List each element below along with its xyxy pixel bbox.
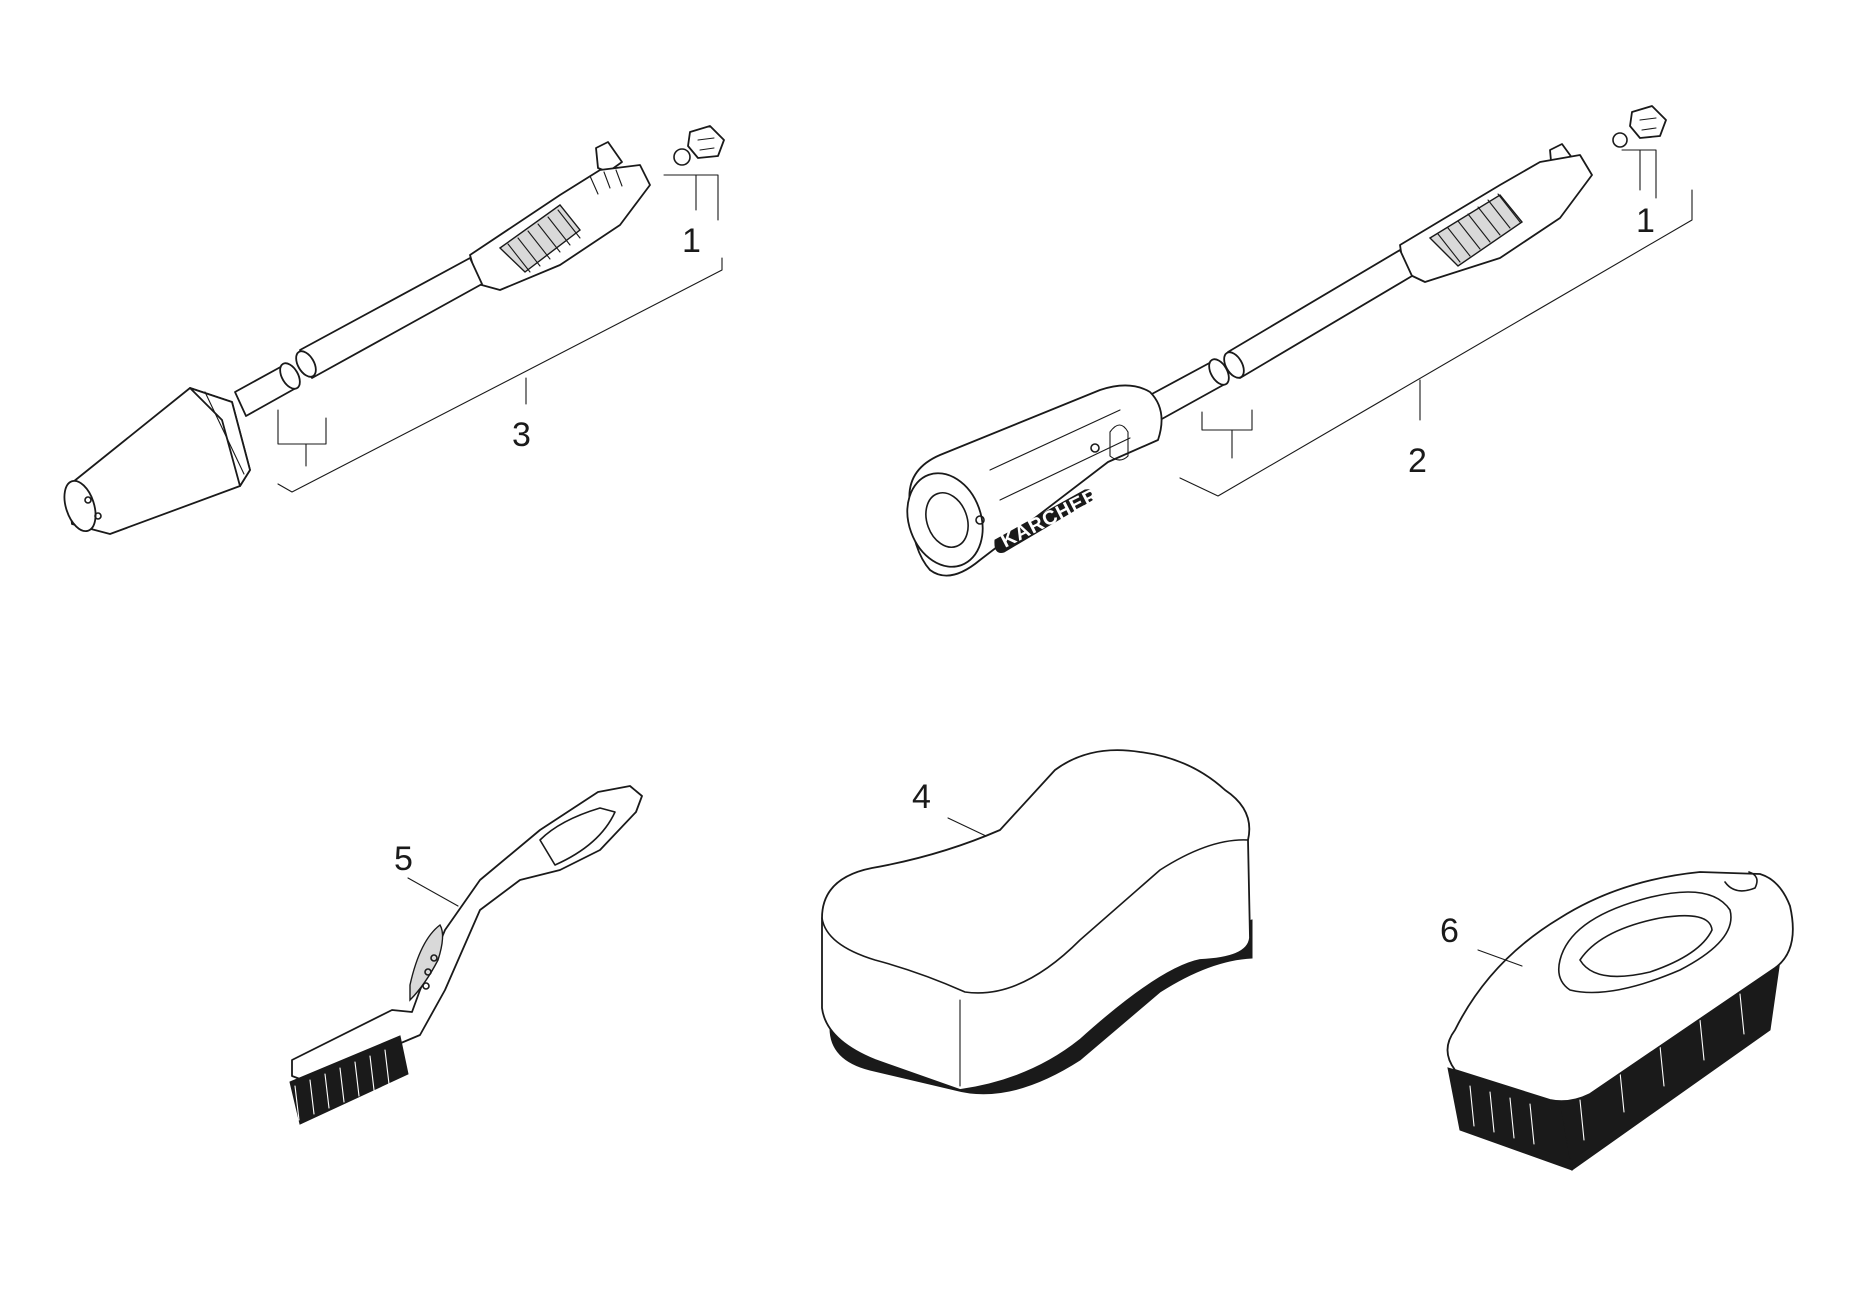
callout-3: 3 bbox=[512, 416, 531, 454]
sponge: 4 bbox=[821, 749, 1253, 1095]
callout-1-left: 1 bbox=[682, 222, 701, 260]
callout-5: 5 bbox=[394, 840, 413, 878]
bracket-lines-right bbox=[1179, 149, 1693, 497]
callout-6: 6 bbox=[1440, 912, 1459, 950]
lance-handle-right bbox=[1399, 154, 1593, 283]
hand-brush-small: 5 bbox=[289, 785, 643, 1125]
scrubbing-brush: 6 bbox=[1440, 871, 1794, 1171]
bracket-lines-left bbox=[277, 174, 723, 493]
callout-1-right: 1 bbox=[1636, 202, 1655, 240]
connector-fitting-left bbox=[595, 125, 725, 173]
power-nozzle-head: KÄRCHER bbox=[906, 384, 1163, 577]
lance-power-nozzle: KÄRCHER 1 2 bbox=[906, 105, 1693, 577]
callout-4: 4 bbox=[912, 778, 931, 816]
rotary-nozzle-cone bbox=[63, 387, 251, 535]
lance-tube-upper-right bbox=[1227, 249, 1413, 379]
lance-handle-left bbox=[469, 164, 651, 291]
lance-dirt-blaster: 1 3 bbox=[63, 125, 725, 535]
lance-tube-upper-left bbox=[299, 257, 483, 379]
callout-2: 2 bbox=[1408, 442, 1427, 480]
